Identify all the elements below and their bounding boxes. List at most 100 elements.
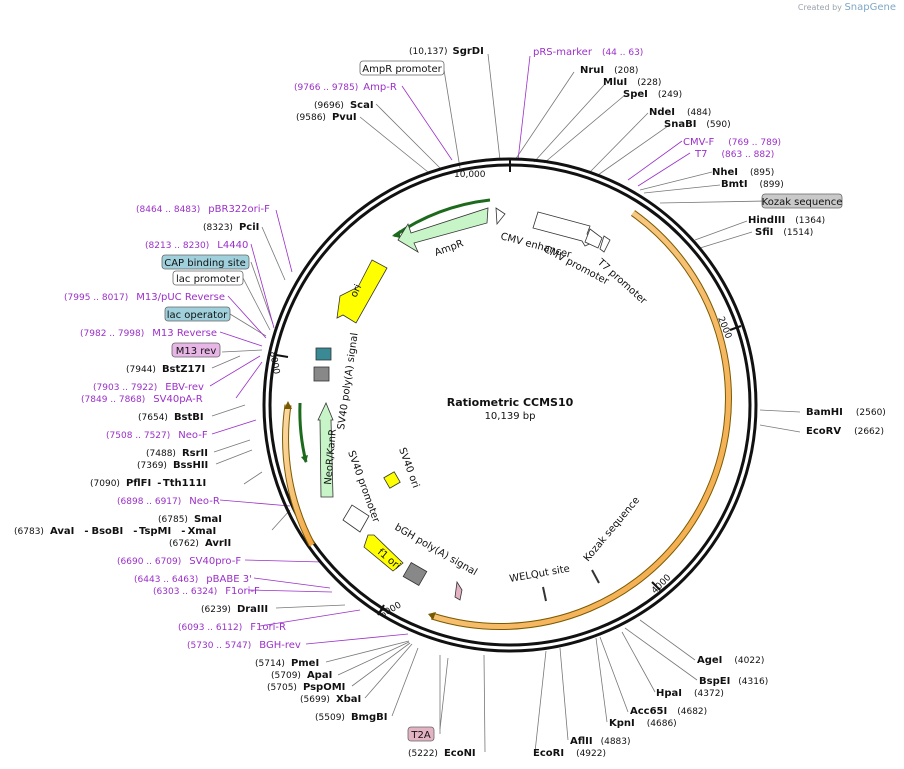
enzyme-bsshii[interactable]: (7369)BssHII	[137, 460, 208, 471]
green-arrow-neo-outer-head	[301, 455, 308, 463]
feature-neor-kanr-arrow[interactable]	[317, 402, 334, 498]
feature-box-amp-promoter[interactable]: AmpR promoter	[359, 60, 445, 76]
feature-box-m13-rev[interactable]: M13 rev	[171, 342, 221, 358]
feature-welqut-mark[interactable]	[542, 586, 547, 602]
primer-cmv-f[interactable]: CMV-F(769 .. 789)	[683, 137, 781, 148]
feature-t2a-mark[interactable]	[454, 580, 463, 601]
enzyme-sfii[interactable]: SfiI(1514)	[755, 227, 813, 238]
enzyme-ecorv[interactable]: EcoRV(2662)	[806, 426, 884, 437]
feature-ori-arrow[interactable]	[336, 259, 388, 324]
feature-box-cap-binding-label: CAP binding site	[164, 258, 246, 269]
primer-leader-lines	[209, 55, 691, 645]
primer-m13-puc-reverse[interactable]: (7995 .. 8017)M13/pUC Reverse	[64, 292, 225, 303]
feature-box-lac-promoter[interactable]: lac promoter	[172, 270, 244, 286]
primer-labels: pRS-marker(44 .. 63) (9766 .. 9785)Amp-R…	[64, 47, 781, 651]
plasmid-size: 10,139 bp	[485, 411, 536, 422]
enzyme-bstz17i[interactable]: (7944)BstZ17I	[126, 364, 205, 375]
enzyme-bmgbi[interactable]: (5509)BmgBI	[315, 712, 387, 723]
enzyme-pflfi-tth111i[interactable]: (7090)PflFI-Tth111I	[90, 478, 206, 489]
primer-f1ori-f[interactable]: (6303 .. 6324)F1ori-F	[153, 586, 260, 597]
enzyme-bmti[interactable]: BmtI(899)	[721, 179, 784, 190]
enzyme-bamhi[interactable]: BamHI(2560)	[806, 407, 886, 418]
primer-t7[interactable]: T7(863 .. 882)	[694, 149, 774, 160]
primer-neo-f[interactable]: (7508 .. 7527)Neo-F	[106, 430, 208, 441]
enzyme-acc65i[interactable]: Acc65I(4682)	[630, 706, 707, 717]
primer-m13-reverse[interactable]: (7982 .. 7998)M13 Reverse	[80, 328, 217, 339]
enzyme-bstbi[interactable]: (7654)BstBI	[138, 412, 204, 423]
enzyme-nrui[interactable]: NruI(208)	[580, 65, 638, 76]
enzyme-snabi[interactable]: SnaBI(590)	[664, 119, 731, 130]
enzyme-nhei[interactable]: NheI(895)	[712, 167, 774, 178]
feature-box-t2a[interactable]: T2A	[407, 726, 435, 742]
feature-kozak-mark[interactable]	[591, 569, 600, 584]
enzyme-bspei[interactable]: BspEI(4316)	[699, 676, 768, 687]
feature-sv40-polya-label: SV40 poly(A) signal	[336, 332, 360, 430]
feature-sv40-polya-cluster[interactable]	[315, 347, 332, 361]
feature-ampr-label: AmpR	[433, 238, 465, 259]
orf-arc-main	[431, 210, 731, 629]
primer-sv40pro-f[interactable]: (6690 .. 6709)SV40pro-F	[117, 556, 241, 567]
enzyme-scai[interactable]: (9696)ScaI	[314, 100, 374, 111]
feature-box-t2a-label: T2A	[410, 730, 430, 741]
feature-neor-kanr-label: NeoR/KanR	[323, 429, 339, 486]
primer-pbr322ori-f[interactable]: (8464 .. 8483)pBR322ori-F	[136, 204, 270, 215]
primer-bgh-rev[interactable]: (5730 .. 5747)BGH-rev	[187, 640, 301, 651]
enzyme-kpni[interactable]: KpnI(4686)	[609, 718, 677, 729]
enzyme-hindiii[interactable]: HindIII(1364)	[748, 215, 825, 226]
enzyme-aflii[interactable]: AflII(4883)	[570, 736, 631, 747]
enzyme-pcii[interactable]: (8323)PciI	[203, 222, 259, 233]
enzyme-multi-avai-line[interactable]: (6783)AvaI-BsoBI-TspMI-XmaI	[14, 526, 216, 537]
orf-arc-main-arrowhead	[428, 612, 436, 620]
primer-sv40pa-r[interactable]: (7849 .. 7868)SV40pA-R	[81, 394, 203, 405]
enzyme-smai[interactable]: (6785)SmaI	[158, 514, 222, 525]
enzyme-spei[interactable]: SpeI(249)	[623, 89, 682, 100]
enzyme-avrii[interactable]: (6762)AvrII	[169, 538, 231, 549]
enzyme-ecori[interactable]: EcoRI(4922)	[533, 748, 606, 759]
enzyme-pspomi[interactable]: (5705)PspOMI	[267, 682, 345, 693]
primer-neo-r[interactable]: (6898 .. 6917)Neo-R	[117, 496, 220, 507]
enzyme-rsrii[interactable]: (7488)RsrII	[146, 448, 208, 459]
feature-ampr-promoter-arrow[interactable]	[495, 207, 506, 226]
feature-box-cap-binding[interactable]: CAP binding site	[161, 254, 250, 270]
feature-sv40-polya-block[interactable]	[313, 366, 330, 382]
enzyme-agei[interactable]: AgeI(4022)	[697, 655, 764, 666]
enzyme-xbai[interactable]: (5699)XbaI	[300, 694, 361, 705]
feature-box-lac-operator[interactable]: lac operator	[164, 306, 231, 322]
green-arrow-ampr-outer-head	[392, 230, 400, 238]
feature-welqut-label: WELQut site	[509, 564, 571, 585]
enzyme-mlui[interactable]: MluI(228)	[603, 77, 661, 88]
green-arrow-ampr-outer	[393, 198, 491, 238]
enzyme-draiii[interactable]: (6239)DraIII	[201, 604, 268, 615]
primer-f1ori-r[interactable]: (6093 .. 6112)F1ori-R	[178, 622, 286, 633]
green-arrow-neo-outer	[298, 402, 308, 463]
enzyme-pmei[interactable]: (5714)PmeI	[255, 658, 319, 669]
primer-pbabe-3[interactable]: (6443 .. 6463)pBABE 3'	[134, 574, 252, 585]
feature-cmv-promoter-arrow[interactable]	[584, 228, 603, 249]
primer-prs-marker[interactable]: pRS-marker(44 .. 63)	[533, 47, 643, 58]
feature-box-kozak[interactable]: Kozak sequence	[761, 193, 843, 209]
enzyme-ndei[interactable]: NdeI(484)	[649, 107, 711, 118]
primer-l4440[interactable]: (8213 .. 8230)L4440	[145, 240, 248, 251]
created-by-label: Created by	[797, 3, 842, 12]
feature-box-kozak-label: Kozak sequence	[762, 197, 843, 208]
enzyme-econi[interactable]: (5222)EcoNI	[408, 748, 476, 759]
feature-box-lac-promoter-label: lac promoter	[176, 274, 241, 285]
backbone-outer-strand	[262, 157, 758, 653]
enzyme-sgrdi[interactable]: (10,137)SgrDI	[409, 46, 484, 57]
enzyme-pvui[interactable]: (9586)PvuI	[296, 112, 357, 123]
feature-t7-promoter-arrow[interactable]	[599, 235, 611, 253]
feature-sv40-promoter-arrow[interactable]	[342, 504, 370, 533]
enzyme-hpai[interactable]: HpaI(4372)	[656, 688, 724, 699]
enzyme-apai[interactable]: (5709)ApaI	[271, 670, 332, 681]
feature-bgh-polya-block[interactable]	[402, 562, 428, 586]
feature-ampr-arrow[interactable]	[397, 207, 489, 253]
feature-kozak-inner-label: Kozak sequence	[582, 495, 642, 564]
feature-f1-ori-arrow[interactable]	[363, 534, 404, 572]
feature-box-lac-operator-label: lac operator	[167, 310, 228, 321]
primer-amp-r[interactable]: (9766 .. 9785)Amp-R	[294, 82, 397, 93]
enzyme-labels: (10,137)SgrDI NruI(208) MluI(228) SpeI(2…	[14, 46, 886, 759]
feature-ori-label: ori	[349, 283, 364, 299]
feature-sv40-ori-box[interactable]	[383, 471, 401, 489]
primer-ebv-rev[interactable]: (7903 .. 7922)EBV-rev	[93, 382, 204, 393]
